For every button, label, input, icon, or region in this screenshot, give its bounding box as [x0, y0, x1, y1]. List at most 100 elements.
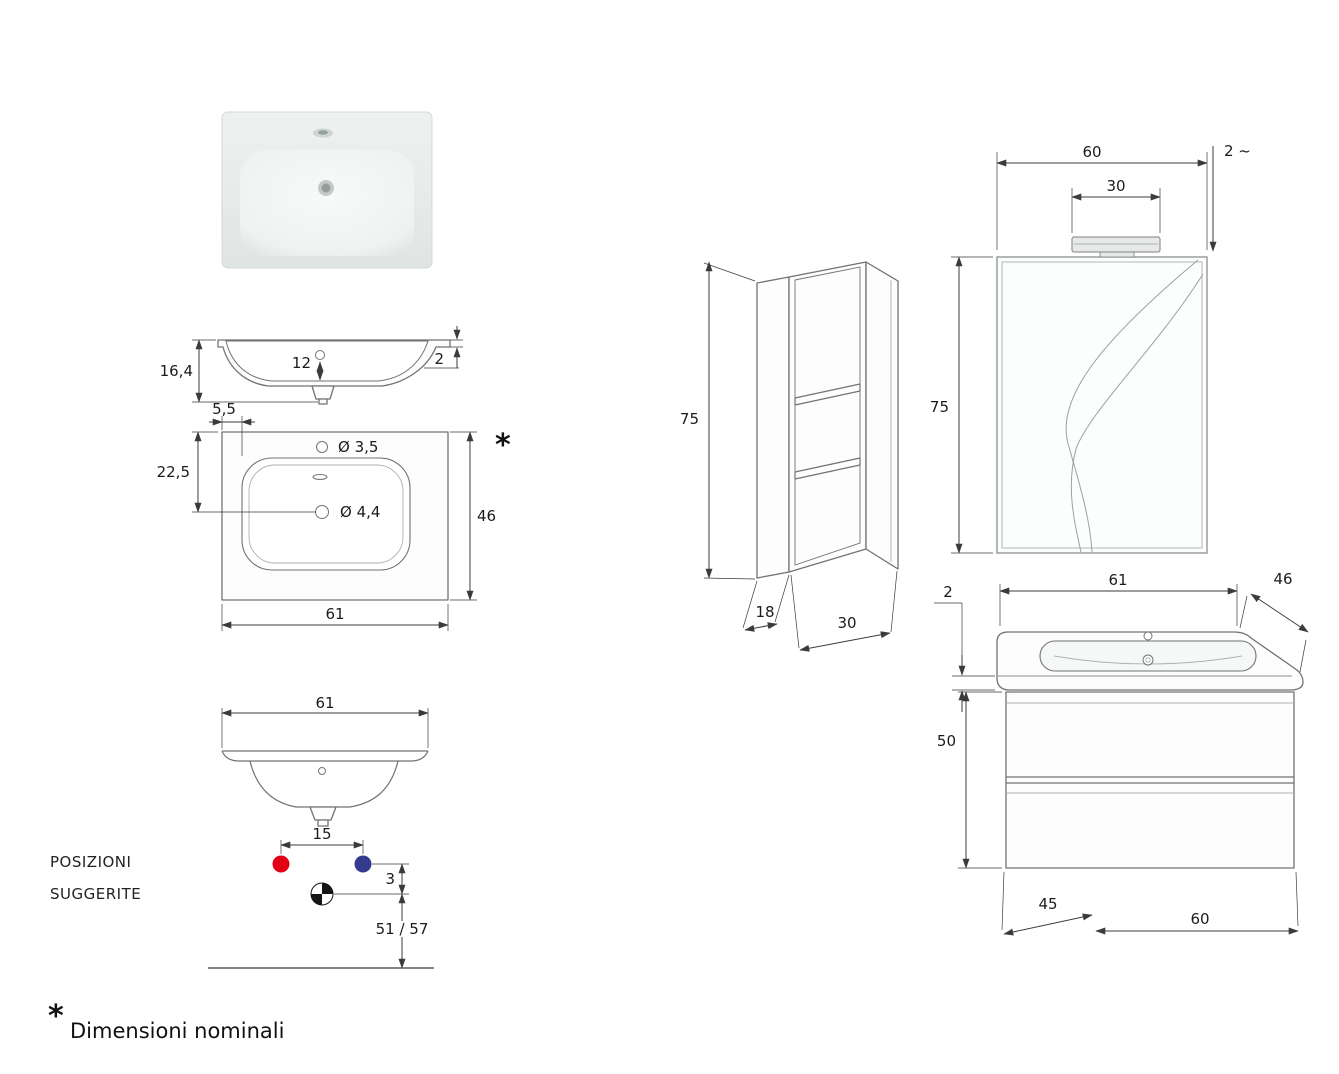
drain-center-quadrant-2 [311, 894, 322, 905]
basin-section-view: 16,4 12 2 [160, 326, 463, 405]
dim-label-mirror-thickness: 2 ~ [1224, 142, 1251, 160]
vanity-cabinet [1005, 691, 1295, 869]
basin-photo [221, 111, 433, 269]
dim-label-vanity-depth: 45 [1038, 895, 1057, 913]
dim-column-width: 30 [790, 570, 898, 652]
basin-front-view: 61 15 3 51 / 57 PO [50, 694, 435, 969]
basin-section-inner-wall [225, 340, 429, 382]
vanity-view: 61 46 2 50 45 60 [934, 570, 1309, 936]
dim-label-vanity-width: 60 [1190, 910, 1209, 928]
mirror-lamp [1071, 236, 1161, 253]
dim-column-depth: 18 [742, 574, 790, 632]
dim-label-drain-offset: 22,5 [157, 463, 190, 481]
basin-top-bowl-inner [248, 464, 404, 564]
vanity-drain-inner [1145, 657, 1151, 663]
dim-front-width: 61 [221, 694, 429, 748]
dim-label-mirror-height: 75 [930, 398, 949, 416]
drain-photo-inner [321, 183, 331, 193]
dim-label-mirror-width: 60 [1082, 143, 1101, 161]
mirror-decor-wave-2 [1070, 273, 1204, 553]
dim-top-drain-offset: 22,5 [157, 431, 316, 513]
dim-label-top-depth: 46 [477, 507, 496, 525]
dim-label-vanity-top-depth: 46 [1273, 570, 1292, 588]
column-cabinet-view: 75 18 30 [680, 261, 899, 652]
dim-label-column-height: 75 [680, 410, 699, 428]
suggested-position-dot-red [272, 855, 290, 873]
dim-label-section-height: 16,4 [160, 362, 193, 380]
dim-label-vanity-height: 50 [937, 732, 956, 750]
footnote: * Dimensioni nominali [48, 999, 284, 1043]
tap-hole-front [318, 767, 326, 775]
basin-top-view: Ø 3,5 Ø 4,4 * 5,5 22,5 46 61 [157, 400, 511, 631]
dim-vanity-width: 60 [1095, 871, 1299, 935]
dim-label-mount-height: 51 / 57 [376, 920, 429, 938]
suggested-position-dot-blue [354, 855, 372, 873]
mirror-bevel [1001, 261, 1203, 549]
dim-column-height: 75 [680, 261, 756, 580]
tap-hole-top [316, 441, 328, 453]
dim-top-width: 61 [221, 604, 449, 631]
column-open-door [865, 261, 899, 570]
dim-lamp-width: 30 [1071, 177, 1161, 233]
dim-drop: 3 [334, 863, 409, 895]
dim-vanity-top-width: 61 [999, 571, 1238, 626]
drain-fitting-section [311, 385, 335, 400]
vanity-drain [1142, 654, 1154, 666]
drain-center-quadrant-1 [322, 883, 333, 894]
nominal-note-asterisk: * [495, 428, 511, 463]
mirror-glass [996, 256, 1208, 554]
tap-hole-photo-inner [318, 130, 328, 135]
dim-tap-spacing: 15 [280, 825, 364, 854]
dim-label-drain-hole: Ø 4,4 [340, 503, 380, 521]
dim-vanity-top-thickness: 2 [934, 583, 995, 712]
dim-label-column-depth: 18 [755, 603, 774, 621]
drain-hole-top [315, 505, 329, 519]
vanity-tap-hole [1143, 631, 1153, 641]
basin-front-rim-underside [221, 750, 429, 762]
drain-trap-front [309, 806, 337, 821]
dim-label-tap-spacing: 15 [312, 825, 331, 843]
positions-label-line2: SUGGERITE [50, 885, 141, 903]
dim-section-height: 16,4 [160, 339, 318, 403]
column-shelf-2 [794, 457, 861, 480]
drain-center-symbol [310, 882, 334, 906]
basin-photo-bowl [240, 150, 414, 256]
column-inner-frame [794, 266, 861, 566]
column-shelf-1 [794, 383, 861, 406]
dim-label-lamp-width: 30 [1106, 177, 1125, 195]
column-front-opening [788, 261, 867, 573]
footnote-asterisk: * [48, 999, 64, 1034]
dim-label-section-rim: 2 [434, 350, 444, 368]
label-backplate [369, 921, 435, 937]
drain-pipe-section [318, 398, 328, 405]
dim-label-tap-hole: Ø 3,5 [338, 438, 378, 456]
dim-vanity-height: 50 [937, 691, 1002, 869]
dim-label-front-width: 61 [315, 694, 334, 712]
dim-label-left-offset: 5,5 [212, 400, 236, 418]
dim-top-left-offset: 5,5 [209, 400, 255, 456]
dim-mirror-width: 60 [996, 143, 1208, 250]
overflow-slot-top [312, 474, 328, 480]
mirror-view: 60 30 2 ~ 75 [930, 142, 1251, 554]
dim-mount-height: 51 / 57 [208, 893, 435, 969]
dim-label-column-width: 30 [837, 614, 856, 632]
dim-label-section-bowl-depth: 12 [292, 354, 311, 372]
dim-label-vanity-top-width: 61 [1108, 571, 1127, 589]
drain-pipe-front [317, 819, 329, 827]
dim-mirror-height: 75 [930, 256, 993, 554]
dim-label-top-width: 61 [325, 605, 344, 623]
dim-mirror-thickness: 2 ~ [1209, 142, 1251, 252]
dim-top-depth: 46 [450, 431, 496, 601]
dim-section-rim: 2 [424, 326, 463, 369]
dim-vanity-depth: 45 [1001, 871, 1093, 936]
dim-section-bowl-depth: 12 [292, 354, 324, 381]
dim-vanity-top-depth: 46 [1239, 570, 1309, 673]
tap-hole-section [315, 350, 325, 360]
mirror-decor-wave-1 [1065, 259, 1199, 553]
dim-label-vanity-top-thickness: 2 [943, 583, 953, 601]
footnote-text: Dimensioni nominali [70, 1019, 284, 1043]
positions-label-line1: POSIZIONI [50, 853, 131, 871]
dim-label-drop: 3 [385, 870, 395, 888]
